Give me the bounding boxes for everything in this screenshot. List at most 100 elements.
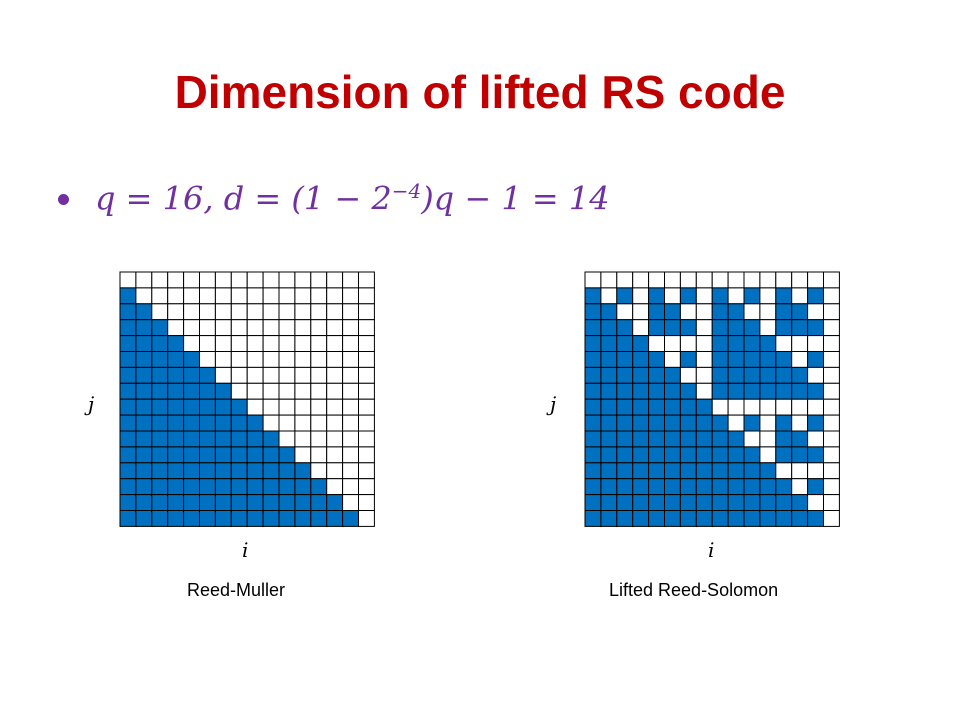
grid-cell-empty [310,351,328,368]
grid-cell-filled [679,478,697,496]
grid-cell-empty [230,366,248,384]
grid-cell-filled [775,382,793,400]
grid-cell-filled [648,510,665,527]
grid-cell-empty [342,303,360,321]
grid-cell-filled [262,510,280,527]
grid-cell-empty [294,319,312,337]
grid-cell-filled [616,366,634,384]
grid-cell-filled [600,430,618,448]
grid-cell-empty [823,398,840,416]
grid-cell-filled [246,462,264,480]
grid-cell-filled [230,446,248,464]
grid-cell-filled [632,335,650,353]
grid-cell-empty [262,319,280,337]
grid-cell-filled [230,494,248,512]
grid-cell-empty [230,303,248,321]
grid-cell-filled [632,510,650,527]
grid-cell-filled [664,478,681,496]
grid-cell-filled [759,335,777,353]
reed-muller-grid [119,271,375,527]
grid-cell-filled [214,446,232,464]
grid-cell-filled [727,510,745,527]
grid-cell-filled [775,414,793,432]
grid-cell-filled [151,335,169,353]
grid-cell-empty [262,287,280,305]
grid-cell-empty [310,271,328,289]
grid-cell-filled [743,510,761,527]
grid-cell-filled [119,335,137,353]
grid-cell-empty [358,510,375,527]
grid-cell-empty [151,271,169,289]
grid-cell-filled [584,287,602,305]
grid-cell-empty [807,398,824,416]
grid-cell-filled [183,462,201,480]
grid-cell-filled [151,478,169,496]
grid-cell-filled [727,351,745,368]
grid-cell-empty [823,382,840,400]
grid-cell-filled [743,382,761,400]
grid-cell-empty [342,287,360,305]
grid-cell-filled [214,414,232,432]
grid-cell-filled [648,398,665,416]
grid-cell-filled [584,462,602,480]
grid-cell-empty [278,366,296,384]
grid-cell-empty [199,287,216,305]
grid-cell-filled [119,494,137,512]
grid-cell-filled [183,366,201,384]
grid-cell-empty [823,478,840,496]
grid-cell-filled [584,382,602,400]
grid-cell-filled [664,303,681,321]
grid-cell-filled [167,446,185,464]
grid-cell-filled [167,335,185,353]
grid-cell-filled [695,414,713,432]
grid-cell-filled [775,287,793,305]
grid-cell-filled [664,319,681,337]
grid-cell-filled [600,462,618,480]
grid-cell-filled [743,494,761,512]
grid-cell-filled [183,430,201,448]
grid-cell-filled [199,462,216,480]
grid-cell-filled [584,303,602,321]
grid-cell-filled [711,494,729,512]
rm-i-axis-label: i [242,538,249,562]
grid-cell-filled [616,462,634,480]
grid-cell-filled [632,414,650,432]
grid-cell-empty [775,271,793,289]
grid-cell-filled [294,510,312,527]
grid-cell-empty [679,366,697,384]
grid-cell-filled [262,478,280,496]
grid-cell-empty [199,271,216,289]
grid-cell-filled [119,414,137,432]
grid-cell-empty [807,494,824,512]
grid-cell-filled [214,510,232,527]
grid-cell-empty [791,351,809,368]
grid-cell-empty [616,271,634,289]
grid-cell-filled [632,382,650,400]
grid-cell-filled [775,446,793,464]
grid-cell-empty [278,335,296,353]
grid-cell-empty [759,271,777,289]
grid-cell-filled [648,414,665,432]
grid-cell-empty [759,287,777,305]
grid-cell-empty [759,398,777,416]
grid-cell-empty [342,430,360,448]
grid-cell-filled [807,287,824,305]
grid-cell-empty [183,303,201,321]
grid-cell-filled [679,398,697,416]
grid-cell-empty [775,335,793,353]
grid-cell-filled [727,382,745,400]
grid-cell-filled [600,303,618,321]
grid-cell-empty [326,382,344,400]
grid-cell-filled [119,319,137,337]
grid-cell-empty [632,271,650,289]
grid-cell-empty [294,303,312,321]
grid-cell-empty [823,287,840,305]
grid-cell-filled [711,319,729,337]
grid-cell-filled [214,462,232,480]
grid-cell-filled [183,446,201,464]
grid-cell-filled [278,446,296,464]
grid-cell-filled [167,398,185,416]
grid-cell-empty [807,303,824,321]
grid-cell-empty [294,414,312,432]
